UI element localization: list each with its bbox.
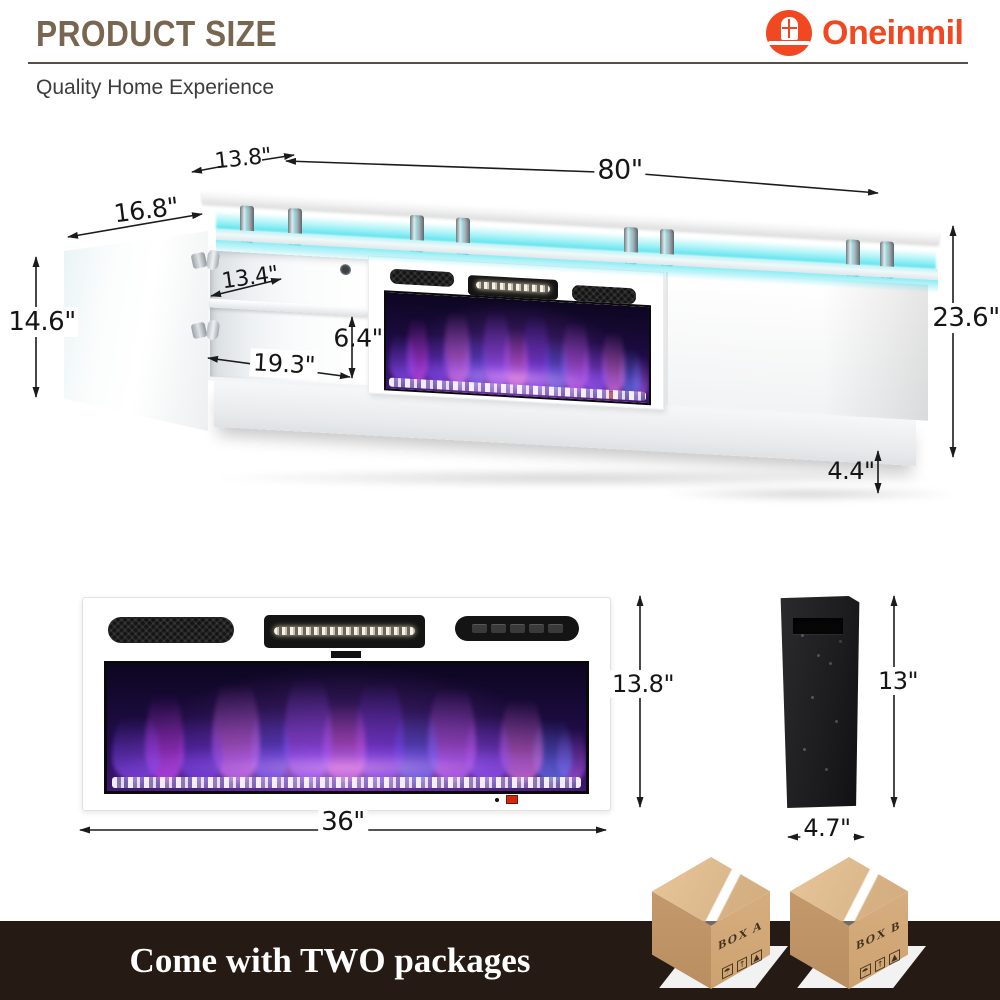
flame <box>212 670 261 783</box>
power-indicator-icon <box>506 795 518 804</box>
brand-name: Oneinmil <box>822 14 964 52</box>
control-button-icon <box>528 624 544 633</box>
packages-banner-text: Come with TWO packages <box>129 940 531 980</box>
warning-tag <box>331 651 361 658</box>
page-subtitle: Quality Home Experience <box>36 76 275 99</box>
handle-notch <box>793 618 843 634</box>
box-b: BOX B ☂ ↑ ▲ <box>790 857 908 989</box>
flame-display <box>384 290 651 406</box>
window-pane <box>782 27 797 29</box>
rivets <box>781 596 782 599</box>
flame-display <box>104 661 589 794</box>
dim-door-width: 16.8" <box>112 191 180 229</box>
control-button-icon <box>547 624 563 633</box>
heater-element <box>274 627 415 635</box>
control-button-icon <box>509 624 525 633</box>
cable-hole <box>340 263 351 276</box>
flame <box>562 310 589 394</box>
dim-overall-height: 23.6" <box>929 303 1000 333</box>
dim-base-height: 4.4" <box>827 457 875 485</box>
dim-cabinet-section-width: 19.3" <box>249 348 319 380</box>
fireplace-side-view <box>780 596 860 808</box>
control-buttons <box>455 616 579 641</box>
dim-top-shelf-depth: 13.8" <box>213 143 273 175</box>
logo-slit <box>768 41 810 45</box>
brand-logo-icon <box>766 10 812 56</box>
cabinet-side-face <box>822 278 928 421</box>
heater-vent-icon <box>264 615 425 648</box>
dim-door-height: 14.6" <box>5 307 79 337</box>
floor-shadow <box>205 468 945 488</box>
flame <box>284 665 333 783</box>
header-divider <box>28 62 968 64</box>
door-hinge-icon <box>192 248 222 274</box>
dim-side-depth: 4.7" <box>800 814 854 842</box>
flame-screen <box>107 664 586 791</box>
dim-open-compartment-height: 6.4" <box>333 323 383 353</box>
control-button-icon <box>490 624 506 633</box>
flame-screen <box>386 292 649 404</box>
fireplace-insert-front <box>368 255 664 410</box>
flame <box>443 300 471 387</box>
floor-shadow <box>660 486 960 502</box>
air-vent-icon <box>108 617 234 643</box>
dim-fireplace-width: 36" <box>318 807 368 837</box>
heater-element <box>476 281 550 293</box>
fireplace-front-view <box>82 597 611 811</box>
flame <box>483 298 510 389</box>
dim-fireplace-height: 13.8" <box>609 670 677 698</box>
dim-side-height: 13" <box>874 667 922 695</box>
crystal-bed <box>111 777 582 789</box>
inner-shelf <box>210 298 368 317</box>
power-sensor-icon <box>495 798 499 802</box>
air-vent-icon <box>390 268 454 288</box>
control-button-icon <box>471 624 487 633</box>
control-panel <box>455 616 579 641</box>
door-hinge-icon <box>192 318 222 344</box>
page-title: PRODUCT SIZE <box>36 13 278 54</box>
box-a: BOX A ☂ ↑ ▲ <box>652 857 770 989</box>
dim-overall-width: 80" <box>594 154 646 186</box>
open-door <box>64 231 208 431</box>
